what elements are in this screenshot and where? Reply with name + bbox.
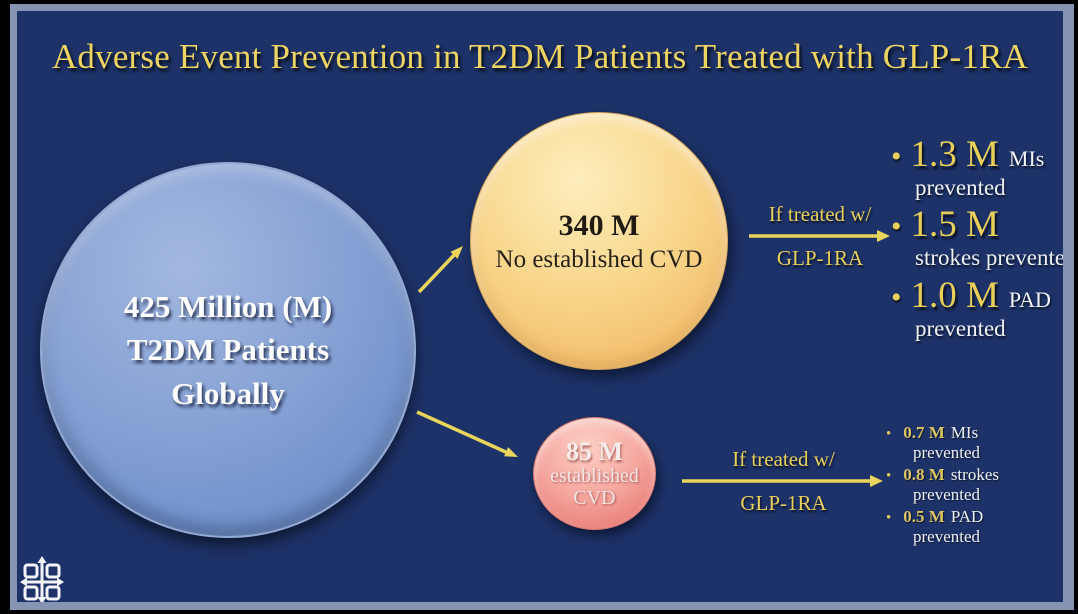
bullet-icon: • [886,426,892,442]
cvd-label-2: CVD [573,487,616,510]
presentation-slide: Adverse Event Prevention in T2DM Patient… [17,11,1063,602]
no-cvd-circle: 340 M No established CVD [470,112,728,370]
outcome-suffix: strokes [950,465,999,485]
bottom-treatment-connector: If treated w/ GLP-1RA [681,447,886,515]
list-item: • 0.5 M PAD prevented [886,507,1063,546]
outcome-rest: strokes prevented [915,245,1063,271]
slide-frame: Adverse Event Prevention in T2DM Patient… [10,4,1074,610]
bullet-icon: • [891,210,902,244]
outcome-rest: prevented [915,174,1006,200]
arrow-right-icon [682,475,883,488]
bottom-connector-line-1: If treated w/ [732,447,835,471]
population-line-3: Globally [171,375,285,411]
no-cvd-value: 340 M [558,209,640,243]
cvd-circle: 85 M established CVD [533,417,656,530]
outcome-value: 1.5 M [910,204,999,246]
population-line-1: 425 Million (M) [123,288,333,324]
arrow-right-icon [749,230,890,243]
bullet-icon: • [891,140,902,173]
bullet-icon: • [886,510,892,527]
outcome-value: 0.5 M [903,507,945,527]
bottom-connector-line-2: GLP-1RA [740,491,827,516]
outcome-rest: prevented [913,443,981,462]
t2dm-population-circle: 425 Million (M) T2DM Patients Globally [40,162,416,538]
outcome-suffix: MIs [950,423,979,442]
outcome-value: 0.8 M [903,465,945,485]
bullet-icon: • [891,280,902,314]
no-cvd-label: No established CVD [495,245,703,273]
cvd-label-1: established [550,465,639,488]
list-item: • 1.3 M MIs prevented [891,135,1063,201]
outcome-value: 1.0 M [910,274,999,316]
list-item: • 1.5 M strokes prevented [891,205,1063,271]
slide-title: Adverse Event Prevention in T2DM Patient… [51,37,1029,76]
population-line-2: T2DM Patients [126,332,330,368]
outcome-rest: prevented [915,315,1006,341]
top-connector-line-2: GLP-1RA [776,246,864,271]
move-arrows-logo-icon [20,556,64,602]
outcome-rest: prevented [913,485,981,505]
outcome-suffix: PAD [1008,286,1051,312]
outcome-suffix: PAD [950,507,984,527]
arrow-up-right-icon [417,246,463,294]
outcome-suffix: MIs [1008,146,1045,171]
top-connector-line-1: If treated w/ [768,202,872,226]
list-item: • 0.7 M MIs prevented [886,423,1063,462]
outcome-value: 1.3 M [910,134,999,175]
cvd-value: 85 M [565,436,624,466]
list-item: • 0.8 M strokes prevented [886,465,1063,504]
cvd-outcomes-list: • 0.7 M MIs prevented • 0.8 M strokes pr… [886,423,1063,549]
bullet-icon: • [886,468,892,485]
no-cvd-outcomes-list: • 1.3 M MIs prevented • 1.5 M strokes pr… [891,135,1063,346]
list-item: • 1.0 M PAD prevented [891,274,1063,342]
arrow-down-right-icon [416,410,518,457]
outcome-value: 0.7 M [903,423,945,442]
top-treatment-connector: If treated w/ GLP-1RA [748,202,892,270]
outcome-rest: prevented [913,527,981,547]
